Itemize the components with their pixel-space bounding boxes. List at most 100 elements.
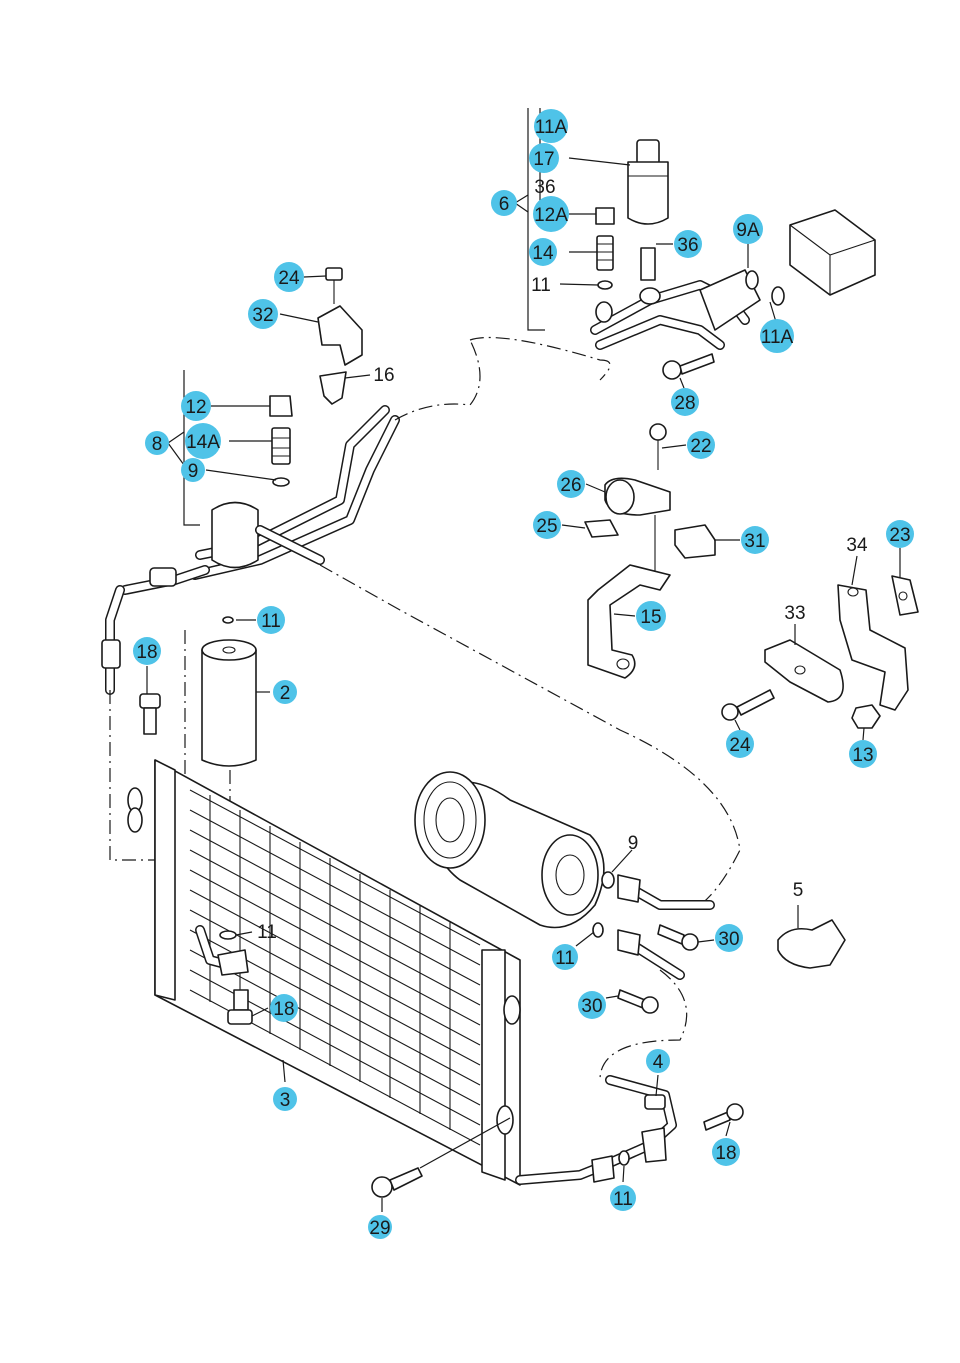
callout-15[interactable]: 15 bbox=[636, 601, 666, 631]
callout-label: 2 bbox=[280, 683, 291, 704]
callout-label: 24 bbox=[278, 268, 300, 289]
callout-label: 32 bbox=[252, 305, 273, 326]
callout-2[interactable]: 2 bbox=[273, 680, 297, 704]
bolt-30-a bbox=[657, 924, 699, 951]
compressor bbox=[414, 771, 605, 929]
callout-8[interactable]: 8 bbox=[145, 431, 169, 455]
callout-label: 25 bbox=[536, 516, 557, 537]
callout-label: 36 bbox=[677, 235, 698, 256]
callout-label: 18 bbox=[715, 1143, 736, 1164]
leader-lines bbox=[146, 157, 901, 1212]
callout-label: 12A bbox=[534, 205, 568, 226]
callout-label: 13 bbox=[852, 745, 873, 766]
callout-label: 4 bbox=[653, 1052, 664, 1073]
grommet-26 bbox=[604, 477, 671, 516]
label-36-top: 36 bbox=[534, 177, 555, 198]
callout-label: 11 bbox=[261, 611, 281, 632]
callout-6[interactable]: 6 bbox=[491, 190, 517, 216]
callout-9A[interactable]: 9A bbox=[733, 214, 763, 244]
liquid-pipe-4 bbox=[515, 1075, 677, 1185]
callout-23[interactable]: 23 bbox=[886, 520, 914, 548]
seal-ring-11-comp bbox=[592, 922, 604, 938]
callout-13[interactable]: 13 bbox=[849, 740, 877, 768]
bolt-28 bbox=[662, 353, 715, 380]
callout-18-left[interactable]: 18 bbox=[133, 637, 161, 665]
callout-label: 28 bbox=[674, 393, 695, 414]
condenser bbox=[127, 759, 521, 1186]
callout-label: 18 bbox=[273, 999, 294, 1020]
clip-23 bbox=[891, 575, 919, 616]
bolt-18-mid bbox=[227, 989, 253, 1025]
callout-18-right[interactable]: 18 bbox=[712, 1138, 740, 1166]
label-11-low: 11 bbox=[257, 922, 277, 943]
clamp-32 bbox=[317, 305, 363, 366]
callout-label: 22 bbox=[690, 436, 711, 457]
callout-11-comp[interactable]: 11 bbox=[552, 944, 578, 970]
callout-label: 11 bbox=[613, 1189, 633, 1210]
callout-22[interactable]: 22 bbox=[687, 431, 715, 459]
callout-label: 11A bbox=[761, 327, 794, 348]
callout-label: 11A bbox=[535, 117, 568, 138]
pressure-switch bbox=[627, 139, 669, 281]
clip-25 bbox=[584, 519, 619, 538]
callout-label: 23 bbox=[889, 525, 910, 546]
bolt-18-left bbox=[139, 693, 161, 735]
suction-pipe bbox=[101, 405, 400, 695]
callout-30-b[interactable]: 30 bbox=[578, 991, 606, 1019]
callout-25[interactable]: 25 bbox=[533, 511, 561, 539]
bolt-29 bbox=[371, 1117, 511, 1198]
callout-36-right[interactable]: 36 bbox=[674, 230, 702, 258]
bolt-30-b bbox=[617, 989, 659, 1014]
callout-label: 14 bbox=[532, 243, 554, 264]
callout-label: 30 bbox=[581, 996, 602, 1017]
callout-14[interactable]: 14 bbox=[529, 238, 557, 266]
valve-core-14 bbox=[596, 235, 614, 271]
callout-30-a[interactable]: 30 bbox=[715, 924, 743, 952]
clamp-33 bbox=[764, 639, 844, 703]
callout-label: 3 bbox=[280, 1090, 291, 1111]
valve-cap-12 bbox=[269, 395, 293, 417]
seal-ring-11-bottom bbox=[618, 1150, 630, 1166]
callout-24-right[interactable]: 24 bbox=[726, 730, 754, 758]
callout-14A[interactable]: 14A bbox=[185, 423, 221, 459]
callout-17[interactable]: 17 bbox=[529, 143, 559, 173]
callout-label: 18 bbox=[136, 642, 157, 663]
label-34: 34 bbox=[846, 535, 868, 556]
valve-core-14A bbox=[271, 427, 291, 465]
seal-ring-9-comp bbox=[601, 871, 615, 889]
label-16: 16 bbox=[373, 365, 394, 386]
callout-28[interactable]: 28 bbox=[671, 388, 699, 416]
callout-11-mid[interactable]: 11 bbox=[257, 606, 285, 634]
seal-ring-11-top bbox=[597, 280, 613, 290]
callout-11A-top[interactable]: 11A bbox=[534, 109, 568, 143]
callout-4[interactable]: 4 bbox=[646, 1049, 670, 1073]
callout-label: 24 bbox=[729, 735, 751, 756]
callout-9-left[interactable]: 9 bbox=[181, 458, 205, 482]
callout-18-mid[interactable]: 18 bbox=[270, 994, 298, 1022]
callout-12A[interactable]: 12A bbox=[533, 196, 569, 232]
callout-label: 9A bbox=[736, 220, 760, 241]
seal-ring-9-left bbox=[272, 477, 290, 487]
callout-label: 9 bbox=[188, 461, 199, 482]
callout-label: 26 bbox=[560, 475, 581, 496]
label-9-comp: 9 bbox=[628, 833, 639, 854]
callout-label: 11 bbox=[555, 948, 575, 969]
callout-11-bottom[interactable]: 11 bbox=[610, 1185, 636, 1211]
callout-label: 30 bbox=[718, 929, 739, 950]
callout-26[interactable]: 26 bbox=[557, 470, 585, 498]
callout-24-top[interactable]: 24 bbox=[274, 262, 304, 292]
group-bracket-8 bbox=[167, 370, 200, 526]
valve-cap-12A bbox=[595, 207, 615, 225]
callout-31[interactable]: 31 bbox=[741, 526, 769, 554]
callout-3[interactable]: 3 bbox=[273, 1087, 297, 1111]
callout-12[interactable]: 12 bbox=[181, 391, 211, 421]
callout-label: 15 bbox=[640, 607, 661, 628]
clip-nut-16 bbox=[319, 371, 347, 405]
callout-11A-right[interactable]: 11A bbox=[760, 319, 794, 353]
compressor-hoses bbox=[617, 874, 715, 980]
callout-label: 29 bbox=[369, 1218, 390, 1239]
callout-32[interactable]: 32 bbox=[248, 299, 278, 329]
connector-31 bbox=[674, 524, 716, 559]
callout-29[interactable]: 29 bbox=[368, 1215, 392, 1239]
